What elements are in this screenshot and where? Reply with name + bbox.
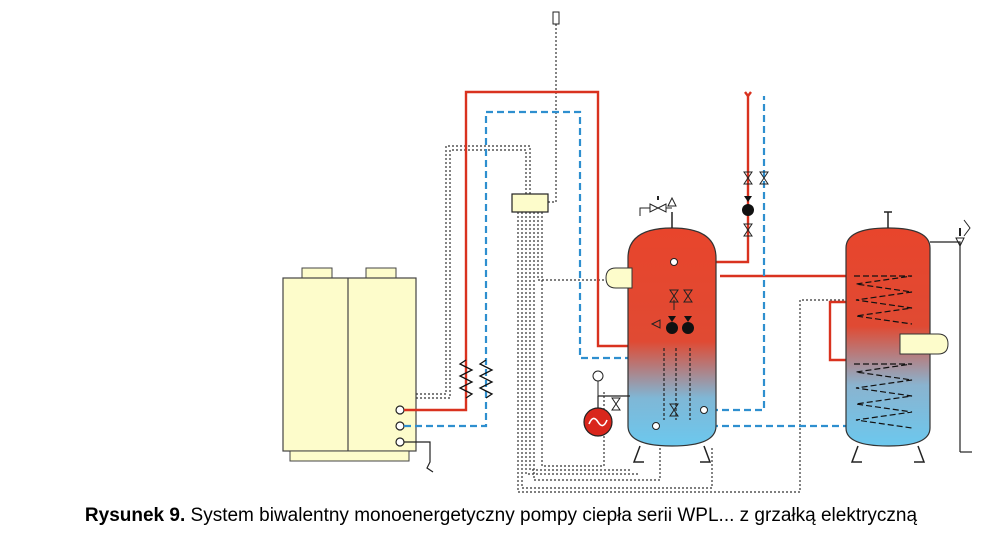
figure-caption: Rysunek 9. System biwalentny monoenerget… <box>0 505 1002 527</box>
return-pipes <box>404 96 852 428</box>
hydraulic-diagram <box>282 11 972 493</box>
controller <box>511 193 549 213</box>
circulation-pumps <box>666 316 694 334</box>
buffer-tank <box>605 212 717 463</box>
safety-valves <box>639 196 677 216</box>
heat-exchangers <box>458 359 494 399</box>
riser-pump <box>742 204 754 216</box>
electric-heater <box>583 370 630 437</box>
outdoor-sensor <box>552 11 560 25</box>
dhw-tank <box>845 211 972 463</box>
caption-text: System biwalentny monoenergetyczny pompy… <box>185 505 918 526</box>
caption-label: Rysunek 9. <box>84 505 186 526</box>
heat-pump-unit <box>282 267 434 473</box>
riser-valves <box>743 171 769 237</box>
